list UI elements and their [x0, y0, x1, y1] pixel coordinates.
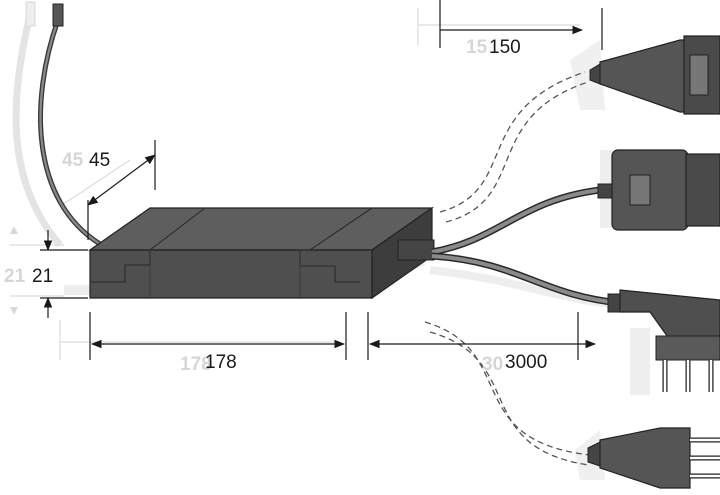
label-height: 21 [32, 266, 53, 287]
dimension-depth [87, 140, 156, 240]
plug-connector-bottom [587, 427, 720, 489]
label-cable-length: 3000 [505, 352, 547, 373]
ghost-label-width: 178 [180, 354, 212, 375]
output-cables [424, 71, 621, 466]
housing-front [89, 249, 373, 299]
ghost-label-cable-length: 30 [482, 354, 503, 375]
label-plug-cable: 150 [489, 37, 521, 58]
label-depth: 45 [89, 150, 110, 171]
plug-connector-right [607, 289, 720, 392]
socket-connector-top [589, 35, 720, 115]
ghost-label-plug-cable: 15 [466, 37, 488, 58]
dimension-height [40, 230, 88, 318]
socket-connector-middle [597, 149, 720, 231]
label-width: 178 [205, 352, 237, 373]
dimension-width [89, 312, 347, 360]
power-supply-housing [88, 206, 435, 300]
ghost-label-depth: 45 [62, 150, 84, 171]
ghost-label-height: 21 [4, 266, 26, 287]
dimension-cable-length [367, 312, 597, 360]
input-lead [38, 3, 102, 247]
dimension-plug-cable [439, 0, 603, 50]
